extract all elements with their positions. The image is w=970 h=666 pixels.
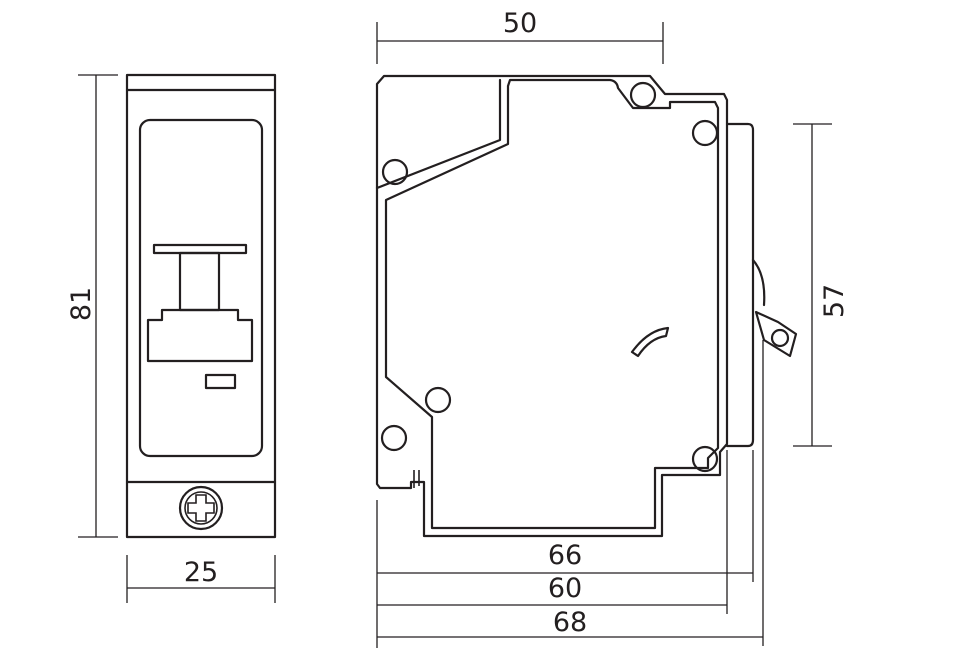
side-diagonal: [375, 78, 502, 190]
front-body-outline: [125, 73, 277, 539]
side-outer-outline: [375, 74, 729, 538]
side-view: 50 57 66 60 68: [375, 8, 850, 648]
toggle-bar: [152, 243, 248, 255]
side-lever: [754, 310, 798, 358]
label-50: 50: [503, 8, 537, 39]
toggle-stem: [178, 251, 221, 312]
dimension-25: 25: [126, 555, 276, 603]
label-25: 25: [184, 557, 218, 588]
side-inner-outline: [384, 78, 720, 530]
mounting-hole-icons: [380, 81, 719, 473]
side-handle-arc: [751, 258, 766, 307]
dimension-50: 50: [376, 8, 664, 64]
terminal-screw-icon: [178, 485, 224, 531]
front-view: 81 25: [66, 73, 277, 603]
toggle-base: [146, 308, 254, 363]
lever-pivot-icon: [770, 328, 790, 348]
label-66: 66: [548, 540, 582, 571]
label-57: 57: [819, 284, 850, 318]
bottom-dimensions: 66 60 68: [376, 340, 764, 648]
indicator-window: [204, 373, 237, 390]
label-68: 68: [553, 607, 587, 638]
arc-mark: [630, 326, 670, 358]
side-handle-body: [725, 122, 755, 448]
label-81: 81: [66, 287, 97, 321]
dimension-81: 81: [66, 74, 118, 538]
dimension-57: 57: [793, 123, 850, 447]
label-60: 60: [548, 573, 582, 604]
front-window: [138, 118, 264, 458]
